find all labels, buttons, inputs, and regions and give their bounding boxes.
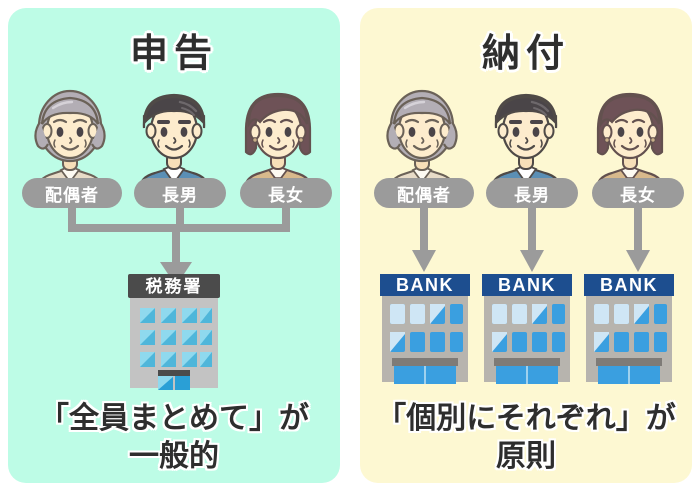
panel-payment: 納付 (360, 8, 692, 483)
caption-declaration: 「全員まとめて」が 一般的 (39, 402, 309, 473)
person-eldest-daughter-avatar (580, 82, 680, 204)
panel-title-payment: 納付 (481, 33, 570, 75)
bank-sign-text: BANK (600, 275, 658, 295)
person-spouse-avatar (372, 82, 472, 204)
bank-building-3: BANK (582, 272, 676, 389)
pill-label-text: 長女 (268, 185, 304, 205)
person-spouse-avatar (20, 82, 120, 204)
parallel-flow-arrows (412, 204, 650, 272)
label-pill-eldest-daughter-payment[interactable]: 長女 (592, 178, 684, 208)
tax-office-sign-text: 税務署 (146, 276, 203, 296)
bank-building-1: BANK (378, 272, 472, 389)
panel-title-declaration: 申告 (129, 33, 218, 75)
pill-label-text: 長男 (514, 185, 550, 205)
label-pill-spouse-payment[interactable]: 配偶者 (374, 178, 474, 208)
caption-payment: 「個別にそれぞれ」が 原則 (376, 402, 676, 473)
bank-building-2: BANK (480, 272, 574, 389)
tax-office-building: 税務署 (124, 272, 224, 395)
label-pill-spouse-declaration[interactable]: 配偶者 (22, 178, 122, 208)
panel-declaration: 申告 (8, 8, 340, 483)
label-pill-eldest-daughter-declaration[interactable]: 長女 (240, 178, 332, 208)
label-pill-eldest-son-payment[interactable]: 長男 (486, 178, 578, 208)
bank-sign-text: BANK (396, 275, 454, 295)
bank-sign-text: BANK (498, 275, 556, 295)
label-pill-eldest-son-declaration[interactable]: 長男 (134, 178, 226, 208)
pill-label-text: 配偶者 (397, 185, 451, 205)
pill-label-text: 長男 (162, 185, 198, 205)
pill-label-text: 長女 (620, 185, 656, 205)
pill-label-text: 配偶者 (45, 185, 99, 205)
